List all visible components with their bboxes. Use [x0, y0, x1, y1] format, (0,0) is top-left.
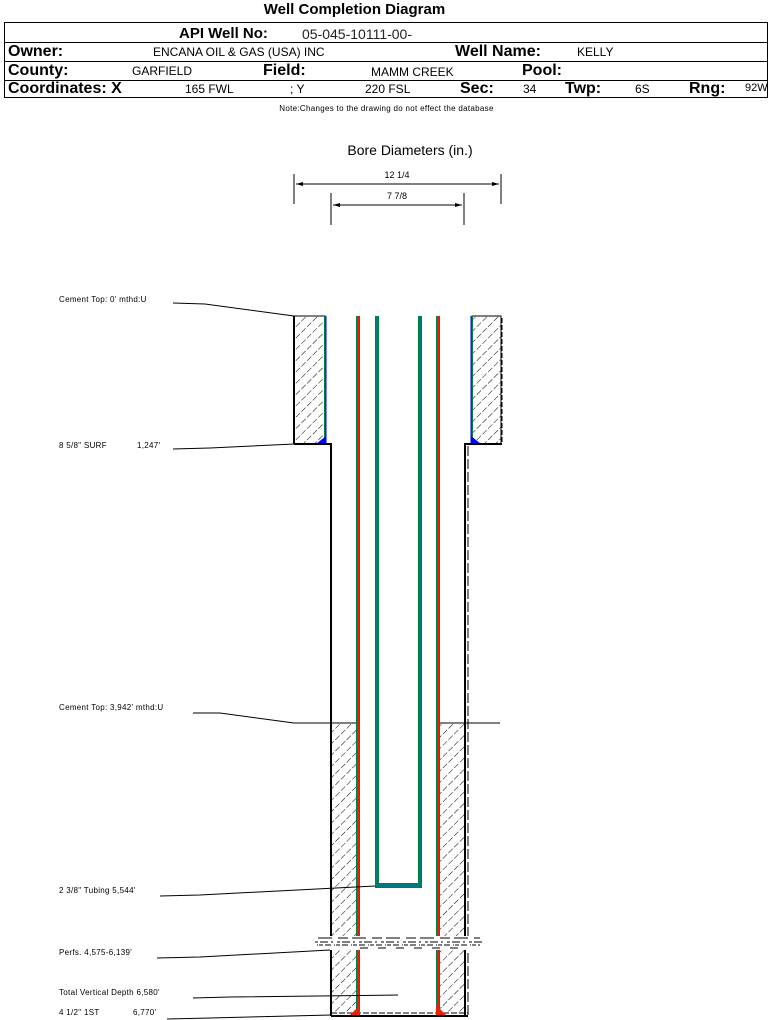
- well-header-table: API Well No: 05-045-10111-00- Owner: ENC…: [4, 22, 768, 98]
- bore-dimension-12-1-4: 12 1/4: [293, 170, 502, 204]
- annotation-tvd: Total Vertical Depth 6,580': [59, 988, 160, 997]
- tubing-left-center: [376, 316, 378, 887]
- production-casing-shoe-right: [436, 1005, 446, 1015]
- x-coordinate-value: 165 FWL: [185, 82, 234, 96]
- leader-production-casing: [166, 1014, 332, 1020]
- field-value: MAMM CREEK: [371, 65, 454, 79]
- annotation-perfs: Perfs. 4,575-6,139': [59, 948, 132, 957]
- surface-cement-right: [471, 315, 502, 445]
- leader-tvd: [192, 994, 399, 999]
- bore-diameter-inner-label: 7 7/8: [387, 191, 407, 201]
- leader-surface-casing: [172, 443, 295, 450]
- coordinates-label: Coordinates: X: [8, 80, 122, 97]
- leader-cement-top-surface: [172, 302, 295, 317]
- perforations: [313, 936, 483, 950]
- tubing-bottom-center: [376, 884, 421, 887]
- twp-value: 6S: [635, 82, 650, 96]
- leader-tubing: [159, 885, 376, 897]
- annotation-production-casing: 4 1/2" 1ST: [59, 1008, 100, 1017]
- arrow-right-icon: [455, 203, 462, 207]
- leader-cement-top-production: [193, 712, 295, 724]
- annotation-surface-casing: 8 5/8" SURF: [59, 441, 107, 450]
- api-value: 05-045-10111-00-: [302, 26, 413, 42]
- owner-value: ENCANA OIL & GAS (USA) INC: [153, 45, 325, 59]
- y-coordinate-label: ; Y: [290, 82, 305, 96]
- diagram-title: Well Completion Diagram: [263, 1, 446, 18]
- well-name-value: KELLY: [577, 45, 614, 59]
- rng-label: Rng:: [689, 80, 726, 97]
- field-label: Field:: [263, 62, 306, 79]
- surface-cement-left: [293, 315, 326, 445]
- county-label: County:: [8, 62, 69, 79]
- twp-label: Twp:: [565, 80, 602, 97]
- owner-label: Owner:: [8, 43, 64, 60]
- annotation-surface-casing-depth: 1,247': [137, 441, 161, 450]
- tubing-right-center: [419, 316, 421, 887]
- arrow-left-icon: [333, 203, 340, 207]
- production-cement-left: [332, 723, 357, 1013]
- annotation-cement-top-production: Cement Top: 3,942' mthd:U: [59, 703, 164, 712]
- perforation-zone: [313, 936, 483, 950]
- pool-label: Pool:: [522, 62, 562, 79]
- header-row-coordinates: Coordinates: X 165 FWL ; Y 220 FSL Sec: …: [5, 80, 768, 98]
- production-casing-left: [357, 316, 359, 1013]
- annotation-tubing: 2 3/8" Tubing 5,544': [59, 886, 136, 895]
- header-row-owner: Owner: ENCANA OIL & GAS (USA) INC Well N…: [5, 42, 767, 62]
- annotation-cement-top-surface: Cement Top: 0' mthd:U: [59, 295, 147, 304]
- header-row-api: API Well No: 05-045-10111-00-: [5, 23, 767, 43]
- database-note: Note:Changes to the drawing do not effec…: [279, 104, 494, 113]
- bore-diameter-outer-label: 12 1/4: [384, 170, 409, 180]
- y-coordinate-value: 220 FSL: [365, 82, 411, 96]
- sec-label: Sec:: [460, 80, 494, 97]
- production-casing-shoe-left: [350, 1005, 360, 1015]
- production-cement-right: [440, 723, 464, 1013]
- surface-casing-shoe-right: [471, 436, 481, 444]
- annotation-production-casing-depth: 6,770': [133, 1008, 157, 1017]
- rng-value: 92W: [745, 82, 768, 94]
- leader-perfs: [156, 949, 331, 959]
- api-label: API Well No:: [179, 25, 268, 42]
- sec-value: 34: [523, 82, 537, 96]
- production-hole-wall-right: [464, 443, 502, 1016]
- well-name-label: Well Name:: [455, 43, 541, 60]
- arrow-left-icon: [296, 182, 303, 186]
- bore-dimension-7-7-8: 7 7/8: [330, 191, 465, 225]
- production-casing: [350, 316, 446, 1015]
- bore-diameters-title: Bore Diameters (in.): [347, 142, 472, 158]
- arrow-right-icon: [492, 182, 499, 186]
- county-value: GARFIELD: [132, 64, 193, 78]
- production-hole-wall-left: [294, 443, 332, 1016]
- production-casing-right: [437, 316, 439, 1013]
- tubing-string: [375, 316, 422, 888]
- surface-casing-shoe-left: [316, 436, 326, 444]
- header-row-county: County: GARFIELD Field: MAMM CREEK Pool:: [5, 61, 767, 81]
